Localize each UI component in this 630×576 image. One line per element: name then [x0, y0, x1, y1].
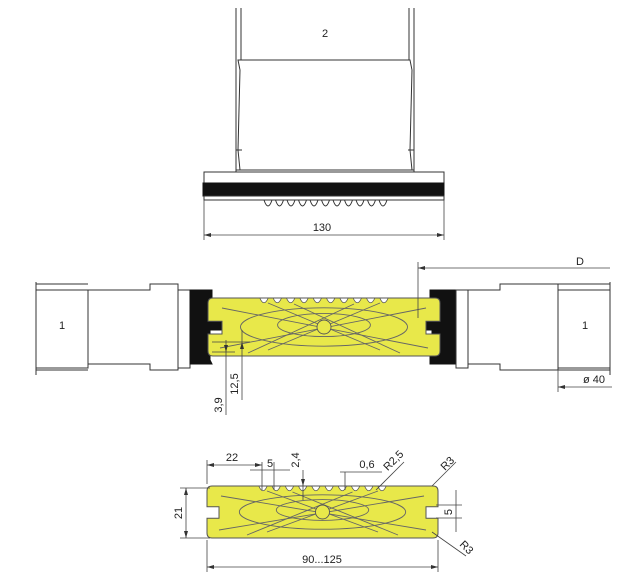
blade-tooth: [298, 199, 307, 207]
dim-r3-bottom: R3: [431, 531, 475, 557]
dim-90-125-label: 90...125: [302, 554, 342, 566]
diameter-D-dimension: D: [417, 256, 610, 318]
groove-scallop: [366, 298, 376, 304]
groove-scallop: [272, 298, 282, 304]
groove-scallop: [351, 486, 360, 492]
groove-scallop: [311, 486, 321, 492]
bore-40-label: ø 40: [583, 374, 605, 386]
center-hole: [316, 319, 332, 335]
right-hatched-block: [467, 283, 559, 371]
dim-21: 21: [173, 487, 210, 539]
dim-r2-5-label: R2,5: [381, 448, 406, 473]
dim-0-6-label: 0,6: [359, 459, 374, 471]
diameter-D-label: D: [576, 256, 584, 268]
dim-2-4-label: 2,4: [290, 452, 302, 467]
dim-22: 22: [206, 452, 262, 484]
blade-tooth: [321, 199, 330, 207]
top-view: 2 130: [202, 8, 445, 240]
groove-scallop: [285, 486, 294, 492]
groove-scallop: [312, 298, 322, 304]
bottom-view: 22 5 2,4 0,6 R2,5 R3: [173, 448, 475, 572]
groove-scallop: [337, 486, 347, 492]
groove-scallop: [379, 298, 389, 304]
groove-scallop: [286, 298, 296, 304]
blade-tooth: [355, 199, 365, 207]
groove-scallop: [324, 486, 334, 492]
groove-scallop: [364, 486, 374, 492]
groove-scallop: [258, 486, 268, 492]
depth-dimensions: 12,5 3,9: [212, 330, 250, 415]
dim-0-6: 0,6: [340, 459, 382, 490]
left-part-1-label: 1: [59, 320, 65, 332]
groove-scallop: [339, 298, 349, 304]
bottom-workpiece: [206, 485, 439, 539]
blade-tooth: [367, 199, 376, 207]
dim-21-label: 21: [173, 507, 185, 519]
width-130-dimension: 130: [203, 200, 445, 240]
dim-5-right: 5: [436, 490, 462, 532]
right-part-1-label: 1: [582, 320, 588, 332]
dim-22-label: 22: [226, 452, 238, 464]
dim-5-right-label: 5: [443, 509, 455, 515]
groove-scallop: [326, 298, 336, 304]
bore-40-dimension: ø 40: [557, 370, 612, 392]
hatched-body: [237, 59, 413, 171]
groove-scallop: [352, 298, 362, 304]
center-hole: [315, 504, 330, 520]
blade-tooth: [286, 199, 296, 207]
blade-tooth: [344, 199, 353, 207]
blade-tooth: [275, 199, 284, 207]
part-2-label: 2: [322, 28, 328, 40]
blade-teeth: [263, 199, 388, 207]
width-130-label: 130: [313, 222, 331, 234]
dim-90-125: 90...125: [206, 540, 439, 572]
dim-r3-top-label: R3: [439, 455, 457, 473]
dim-r3-bottom-label: R3: [457, 539, 475, 557]
cutter-blade: [202, 182, 445, 197]
middle-view: 1 1 D ø 40: [35, 256, 612, 415]
blade-tooth: [309, 199, 319, 207]
dim-r3-top: R3: [431, 455, 457, 487]
groove-scallop: [259, 298, 269, 304]
left-hatched-block: [87, 283, 179, 371]
middle-workpiece: [207, 297, 441, 357]
dim-2-4: 2,4: [290, 452, 305, 500]
dim-5-top-label: 5: [267, 458, 273, 470]
blade-tooth: [378, 199, 388, 207]
blade-tooth: [263, 199, 273, 207]
groove-scallop: [299, 298, 309, 304]
offset-3-9-label: 3,9: [213, 397, 225, 412]
dim-5-top: 5: [250, 458, 290, 490]
dim-r2-5: R2,5: [375, 448, 406, 491]
blade-tooth: [332, 199, 342, 207]
depth-12-5-label: 12,5: [229, 373, 241, 394]
